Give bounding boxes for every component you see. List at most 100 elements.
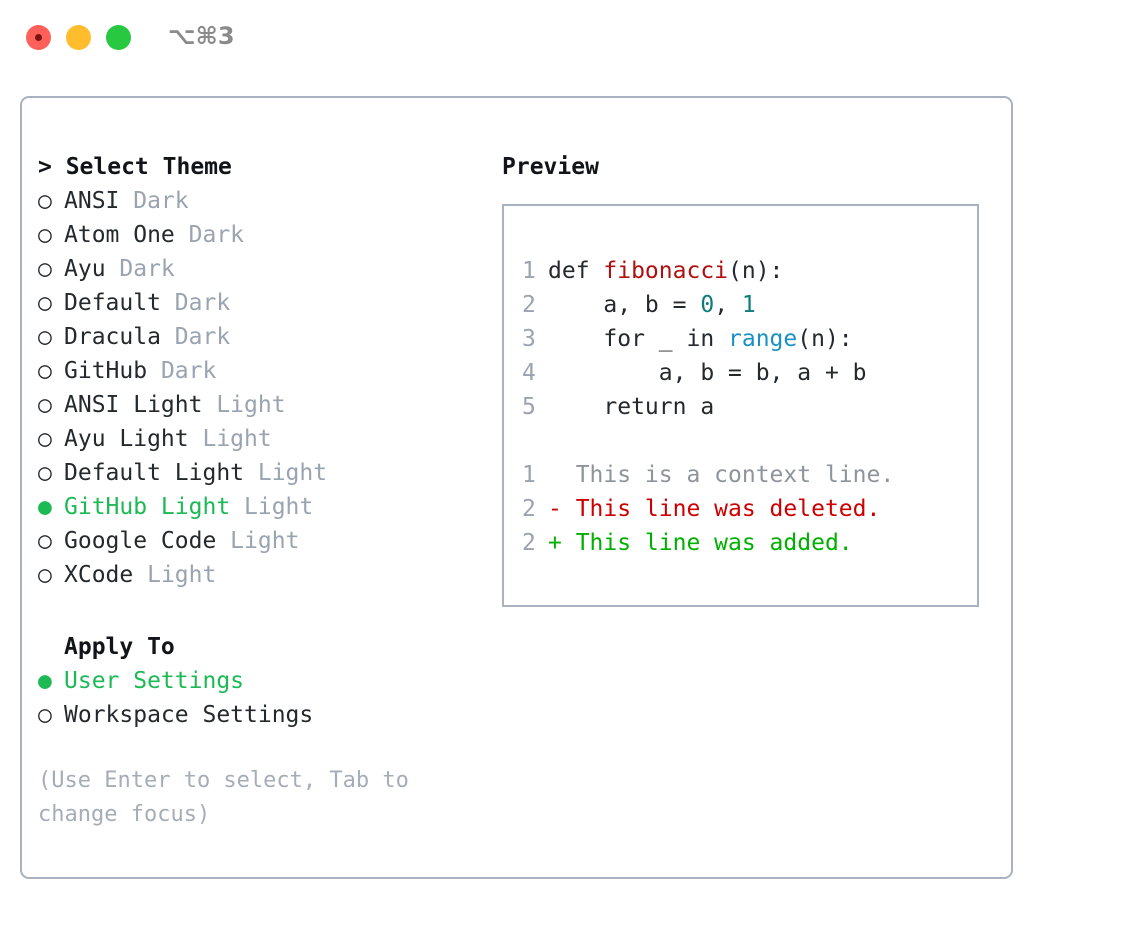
radio-unselected-icon: ○ — [38, 324, 52, 350]
theme-name-label: XCode — [64, 562, 134, 588]
theme-name-label: Default Light — [64, 460, 245, 486]
radio-unselected-icon: ○ — [38, 426, 52, 452]
title-bar: ⌥⌘3 — [0, 0, 1140, 78]
diff-line: 2 - This line was deleted. — [522, 492, 977, 526]
theme-type-badge: Light — [202, 392, 286, 418]
line-number: 1 — [522, 258, 536, 284]
theme-list-item[interactable]: ○Default Dark — [38, 286, 478, 320]
code-diff-spacer — [522, 424, 977, 458]
code-token: a, b = b, a + b — [548, 360, 867, 386]
theme-type-badge: Dark — [147, 358, 217, 384]
radio-unselected-icon: ○ — [38, 702, 52, 728]
code-token: range — [728, 326, 798, 352]
theme-name-label: Atom One — [64, 222, 175, 248]
apply-to-label: User Settings — [64, 668, 245, 694]
line-number: 3 — [522, 326, 536, 352]
theme-type-badge: Dark — [160, 324, 231, 350]
code-token: (n): — [797, 326, 853, 352]
diff-line: 2 + This line was added. — [522, 526, 977, 560]
line-number: 1 — [522, 462, 536, 488]
theme-type-badge: Dark — [160, 290, 231, 316]
code-token: fibonacci — [603, 258, 729, 284]
line-number: 4 — [522, 360, 536, 386]
radio-unselected-icon: ○ — [38, 392, 52, 418]
code-token: a, b = — [548, 292, 701, 318]
line-number: 5 — [522, 394, 536, 420]
diff-sample: 1 This is a context line. 2 - This line wa… — [522, 458, 977, 560]
radio-selected-icon: ● — [38, 668, 52, 694]
radio-unselected-icon: ○ — [38, 528, 52, 554]
code-line: 5 return a — [522, 390, 977, 424]
radio-unselected-icon: ○ — [38, 460, 52, 486]
keyboard-hint-text: (Use Enter to select, Tab to change focu… — [38, 768, 409, 827]
theme-list-item[interactable]: ○ Ayu Light Light — [38, 422, 478, 456]
theme-name-label: Dracula — [64, 324, 161, 350]
code-token: 1 — [741, 292, 756, 318]
theme-name-label: ANSI — [64, 188, 120, 214]
theme-type-badge: Dark — [105, 256, 175, 282]
theme-list-item[interactable]: ○Ayu Dark — [38, 252, 478, 286]
theme-type-badge: Dark — [174, 222, 245, 248]
apply-to-list: ● User Settings ○ Workspace Settings — [38, 664, 478, 732]
theme-list-item[interactable]: ○ Google Code Light — [38, 524, 478, 558]
diff-line-text: This is a context line. — [548, 462, 895, 488]
theme-type-badge: Light — [133, 562, 217, 588]
close-window-icon[interactable] — [26, 25, 51, 50]
code-token: def — [548, 258, 604, 284]
radio-unselected-icon: ○ — [38, 222, 52, 248]
radio-unselected-icon: ○ — [38, 256, 52, 282]
radio-unselected-icon: ○ — [38, 358, 52, 384]
theme-list-item[interactable]: ○ GitHub Dark — [38, 354, 478, 388]
theme-list-item[interactable]: ● GitHub Light Light — [38, 490, 478, 524]
select-theme-header: > Select Theme — [38, 154, 232, 180]
theme-list-item[interactable]: ○ Default Light Light — [38, 456, 478, 490]
theme-name-label: Google Code — [64, 528, 217, 554]
maximize-window-icon[interactable] — [106, 25, 131, 50]
theme-list-item[interactable]: ○ XCode Light — [38, 558, 478, 592]
radio-unselected-icon: ○ — [38, 290, 52, 316]
theme-list: ○ANSI Dark○Atom One Dark○Ayu Dark○Defaul… — [38, 184, 478, 592]
theme-type-badge: Light — [188, 426, 272, 452]
code-line: 3 for _ in range(n): — [522, 322, 977, 356]
line-number: 2 — [522, 292, 536, 318]
line-number: 2 — [522, 530, 536, 556]
theme-type-badge: Light — [216, 528, 300, 554]
code-token: for _ in — [548, 326, 729, 352]
theme-type-badge: Light — [244, 460, 328, 486]
preview-title: Preview — [502, 154, 599, 180]
theme-list-item[interactable]: ○ ANSI Light Light — [38, 388, 478, 422]
keyboard-shortcut-label: ⌥⌘3 — [168, 22, 235, 50]
code-token: , — [714, 292, 742, 318]
theme-list-item[interactable]: ○ Dracula Dark — [38, 320, 478, 354]
radio-unselected-icon: ○ — [38, 188, 52, 214]
theme-name-label: ANSI Light — [64, 392, 203, 418]
diff-line: 1 This is a context line. — [522, 458, 977, 492]
code-token: 0 — [700, 292, 715, 318]
apply-to-item[interactable]: ● User Settings — [38, 664, 478, 698]
line-number: 2 — [522, 496, 536, 522]
theme-type-badge: Light — [230, 494, 314, 520]
diff-line-text: + This line was added. — [548, 530, 853, 556]
code-line: 1 def fibonacci(n): — [522, 254, 977, 288]
code-token: return a — [548, 394, 715, 420]
code-line: 4 a, b = b, a + b — [522, 356, 977, 390]
theme-name-label: GitHub — [64, 358, 148, 384]
traffic-light-controls — [26, 25, 131, 50]
radio-selected-icon: ● — [38, 494, 52, 520]
section-spacer — [38, 592, 478, 630]
diff-line-text: - This line was deleted. — [548, 496, 881, 522]
theme-selection-column: > Select Theme ○ANSI Dark○Atom One Dark○… — [38, 150, 478, 832]
theme-list-item[interactable]: ○ANSI Dark — [38, 184, 478, 218]
theme-list-item[interactable]: ○ Atom One Dark — [38, 218, 478, 252]
theme-name-label: Ayu Light — [64, 426, 189, 452]
apply-to-item[interactable]: ○ Workspace Settings — [38, 698, 478, 732]
code-token: (n): — [728, 258, 784, 284]
minimize-window-icon[interactable] — [66, 25, 91, 50]
apply-to-label: Workspace Settings — [64, 702, 314, 728]
radio-unselected-icon: ○ — [38, 562, 52, 588]
theme-name-label: GitHub Light — [64, 494, 231, 520]
